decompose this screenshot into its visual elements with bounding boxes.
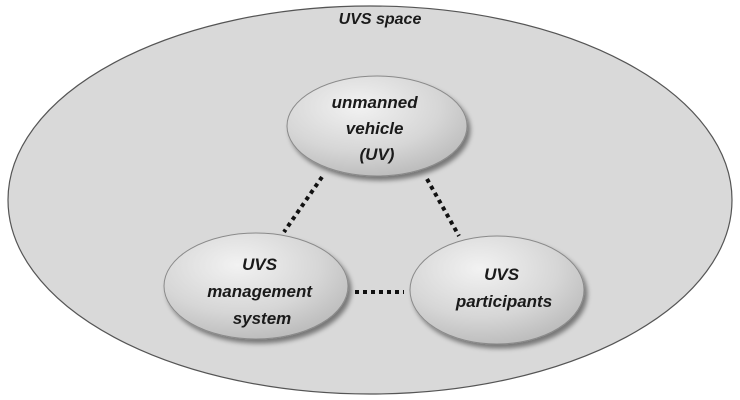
node-uvs-management-system-shape bbox=[163, 232, 349, 340]
connector-uv-to-management bbox=[282, 175, 324, 234]
node-uvs-participants: UVS participants bbox=[409, 235, 585, 345]
node-uvs-participants-shape bbox=[409, 235, 585, 345]
connector-uv-to-participants bbox=[425, 178, 461, 237]
uvs-space-ellipse bbox=[7, 5, 733, 395]
node-uvs-management-system-label: UVS management system bbox=[207, 255, 317, 328]
node-unmanned-vehicle-shape bbox=[286, 75, 468, 177]
node-unmanned-vehicle-label: unmanned vehicle (UV) bbox=[332, 93, 423, 164]
node-uvs-management-system: UVS management system bbox=[163, 232, 349, 340]
node-unmanned-vehicle: unmanned vehicle (UV) bbox=[286, 75, 468, 177]
node-uvs-participants-label: UVS participants bbox=[455, 265, 552, 311]
uvs-space-label: UVS space bbox=[339, 11, 422, 28]
